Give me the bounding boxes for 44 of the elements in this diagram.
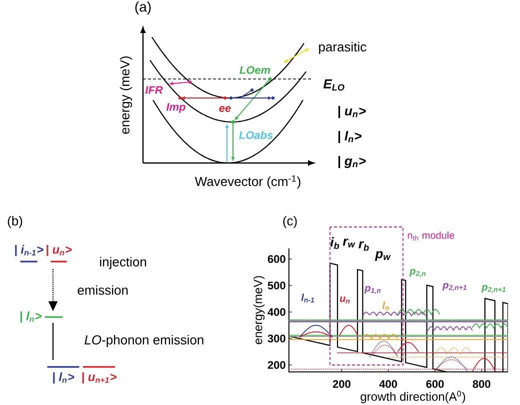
state-label: l$_{n-1}$: [301, 294, 314, 302]
state-label: u$_{n}$: [340, 296, 350, 304]
tick-label: 600: [426, 380, 444, 388]
process-label: parasitic: [319, 42, 366, 54]
state-label: | l$_{n}$>: [338, 130, 362, 144]
energy-label: E$_{LO}$: [323, 79, 344, 91]
layer-label: p$_{w}$: [374, 251, 391, 261]
axis-label: energy (meV): [120, 56, 132, 134]
state-label: p$_{1,n}$: [364, 286, 381, 294]
energy-level: | l$_{n}$>: [20, 311, 63, 323]
panel-label: (b): [8, 216, 22, 228]
tick-label: 600: [268, 255, 286, 263]
edge-label: LO-phonon emission: [83, 334, 206, 348]
tick-label: 300: [268, 334, 286, 342]
panel-label: (a): [135, 1, 151, 15]
tick-label: 800: [472, 380, 490, 388]
layer-label: r$_{w}$: [342, 238, 356, 248]
process-label: ee: [219, 106, 231, 112]
layer-label: r$_{b}$: [358, 241, 369, 251]
process-label: IFR: [145, 86, 163, 94]
state-label: | u$_{n}$>: [338, 106, 366, 118]
state-label: p$_{2,n}$: [409, 269, 426, 277]
axis-label: Wavevector (cm$^{-1}$): [194, 175, 300, 189]
state-label: p$_{2,n+1}$: [481, 285, 506, 293]
module-label: n$_{th}$ module: [408, 232, 454, 240]
process-label: Imp: [166, 103, 186, 113]
tick-label: 200: [332, 380, 350, 388]
tick-label: 200: [268, 361, 286, 369]
state-label: | g$_{n}$>: [338, 156, 366, 168]
energy-level: | l$_{n}$> | u$_{n+1}$>: [47, 366, 116, 384]
layer-label: i$_{b}$: [330, 237, 340, 249]
tick-label: 500: [268, 282, 286, 290]
panel-label: (c): [283, 216, 297, 228]
edge-label: emission: [76, 284, 130, 296]
axis-label: energy(meV): [253, 276, 265, 344]
energy-level: | i$_{n-1}$> | u$_{n}$>: [15, 244, 72, 262]
axis-label: growth direction(A$^{0}$): [360, 390, 466, 404]
state-label: l$_{n}$: [382, 302, 389, 310]
process-label: injection: [100, 256, 146, 270]
tick-label: 400: [268, 308, 286, 316]
process-label: LOem: [240, 66, 270, 74]
tick-label: 400: [379, 380, 398, 388]
state-label: p$_{2,n+1}$: [442, 283, 466, 291]
process-label: LOabs: [239, 130, 273, 140]
